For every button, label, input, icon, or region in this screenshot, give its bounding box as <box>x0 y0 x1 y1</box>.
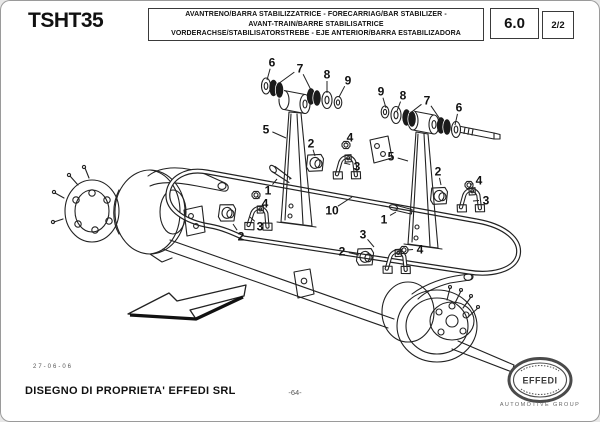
right-link-arm <box>403 110 443 250</box>
callout-number-4: 4 <box>476 174 483 188</box>
callout-number-5: 5 <box>388 150 395 164</box>
axle-brackets <box>183 135 393 299</box>
page-number: -64- <box>288 388 302 397</box>
callout-number-4: 4 <box>262 197 269 211</box>
callout-number-10: 10 <box>325 204 339 218</box>
callout-number-4: 4 <box>417 243 424 257</box>
left-bushing-stack <box>260 77 343 110</box>
callout-leader <box>266 68 271 81</box>
title-line-2: AVANT-TRAIN/BARRE STABILISATRICE <box>248 20 384 28</box>
callout-number-3: 3 <box>354 160 361 174</box>
callout-leader <box>389 211 397 216</box>
callout-number-2: 2 <box>435 165 442 179</box>
callout-leader <box>338 85 346 98</box>
stabilizer-bar <box>165 168 522 276</box>
title-line-1: AVANTRENO/BARRA STABILIZZATRICE - FORECA… <box>185 11 447 19</box>
callout-leader <box>232 223 238 231</box>
direction-arrow <box>127 284 247 321</box>
callout-number-2: 2 <box>308 137 315 151</box>
property-notice: DISEGNO DI PROPRIETA' EFFEDI SRL <box>25 385 236 397</box>
link-bolts <box>269 164 413 215</box>
callout-leader <box>397 157 409 162</box>
effedi-logo: EFFEDI <box>507 357 573 403</box>
callout-number-1: 1 <box>381 213 388 227</box>
callout-number-2: 2 <box>339 245 346 259</box>
callout-leader <box>249 216 256 222</box>
callout-leader <box>430 105 443 123</box>
right-bushing-stack <box>380 105 501 140</box>
callout-leader <box>367 239 375 248</box>
callout-number-1: 1 <box>265 184 272 198</box>
callout-leader <box>256 195 261 199</box>
right-wheel-hub <box>381 272 481 363</box>
title-box: AVANTRENO/BARRA STABILIZZATRICE - FORECA… <box>148 8 484 41</box>
logo-tagline: AUTOMOTIVE GROUP <box>499 402 581 408</box>
callout-leader <box>396 101 402 112</box>
callout-leader <box>382 97 387 109</box>
callout-leader <box>302 74 313 93</box>
callout-number-6: 6 <box>456 101 463 115</box>
callout-leader <box>469 182 474 186</box>
callout-number-7: 7 <box>297 62 304 76</box>
callout-number-2: 2 <box>238 230 245 244</box>
callout-leader <box>345 142 347 145</box>
callout-number-7: 7 <box>424 94 431 108</box>
drawing-date: 27-06-06 <box>33 364 74 370</box>
callout-number-3: 3 <box>483 194 490 208</box>
callout-number-9: 9 <box>345 74 352 88</box>
callout-number-4: 4 <box>347 131 354 145</box>
callout-leader <box>272 178 278 185</box>
callout-leader <box>438 177 442 186</box>
left-link-arm <box>276 89 317 228</box>
logo-wordmark: EFFEDI <box>522 376 557 386</box>
callout-leader <box>337 196 353 207</box>
callout-number-5: 5 <box>263 123 270 137</box>
sheet-number-box: 2/2 <box>542 11 574 39</box>
axle-beam <box>162 239 515 373</box>
callout-leader <box>277 71 295 85</box>
left-wheel-hub <box>50 164 229 263</box>
callout-number-3: 3 <box>257 220 264 234</box>
callout-number-3: 3 <box>360 228 367 242</box>
callout-leader <box>343 162 351 165</box>
callout-number-8: 8 <box>400 89 407 103</box>
title-line-3: VORDERACHSE/STABILISATORSTREBE - EJE ANT… <box>171 30 461 38</box>
callout-number-8: 8 <box>324 68 331 82</box>
model-code: TSHT35 <box>28 9 104 32</box>
callout-number-9: 9 <box>378 85 385 99</box>
callout-leader <box>408 103 422 115</box>
callout-leader <box>272 131 287 139</box>
callout-leader <box>454 113 458 126</box>
callout-number-6: 6 <box>269 56 276 70</box>
callout-leader <box>348 252 360 256</box>
section-number-box: 6.0 <box>490 8 539 39</box>
callout-leader <box>312 149 316 157</box>
